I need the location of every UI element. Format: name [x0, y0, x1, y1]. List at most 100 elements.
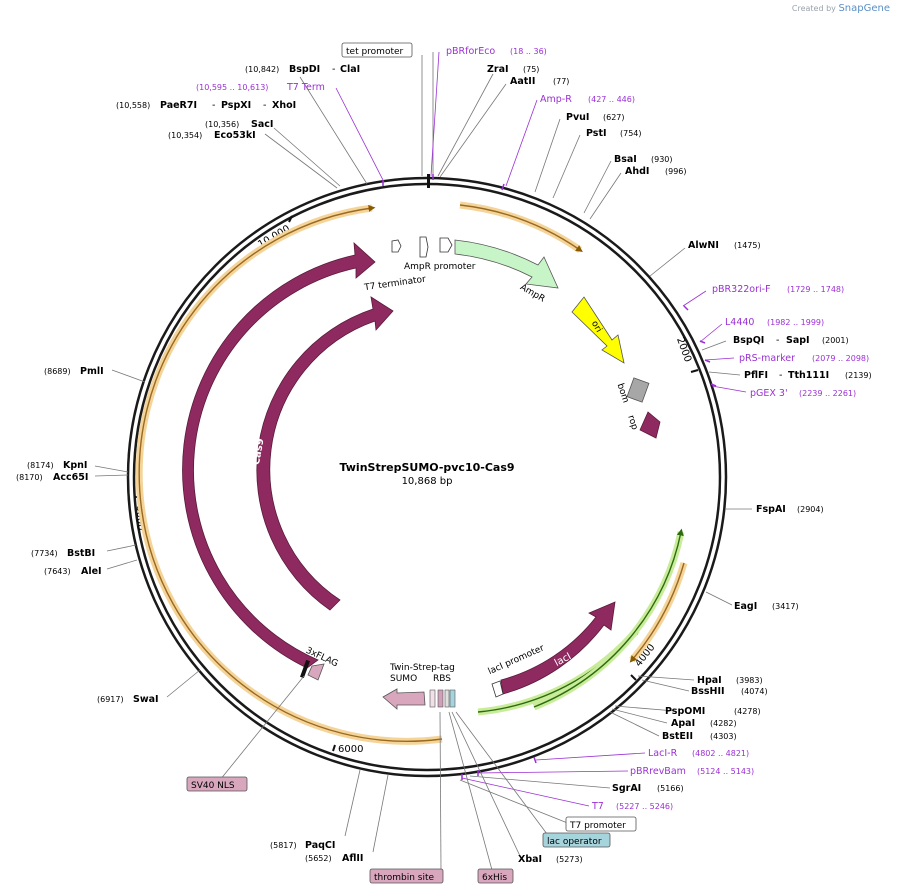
site-bsshii-pos: (4074) [741, 687, 768, 696]
site-sapi-pos: (2001) [822, 336, 849, 345]
large-orange-arc [138, 204, 443, 742]
plasmid-length: 10,868 bp [402, 476, 453, 487]
site-bsai-pos: (930) [651, 155, 673, 164]
site-clai-prefix: BspDI [289, 64, 320, 75]
site-clai-pos: (10,842) [245, 65, 279, 74]
primer-marks [382, 174, 717, 780]
orange-ring-features [135, 201, 688, 745]
site-pbr322ori-name: pBR322ori-F [712, 284, 771, 295]
site-tth111i-sep: - [779, 370, 782, 381]
site-prsmarker-pos: (2079 .. 2098) [812, 354, 869, 363]
site-bstbi-pos: (7734) [31, 549, 58, 558]
site-clai-name: ClaI [340, 64, 360, 75]
site-bstbi-name: BstBI [67, 548, 95, 559]
tick-label-2000: 2000 [674, 336, 693, 364]
tick-4000 [630, 674, 637, 681]
tick-label-6000: 6000 [338, 744, 363, 755]
thrombin-site-box-label [369, 868, 444, 884]
bom-box[interactable] [626, 377, 650, 403]
ori-arrow[interactable] [571, 296, 625, 364]
site-sgrai-name: SgrAI [612, 783, 641, 794]
site-clai-sep: - [332, 64, 335, 75]
site-bsshii-name: BssHII [691, 686, 725, 697]
rbs-box[interactable] [429, 689, 436, 708]
flag-arrow[interactable] [307, 663, 325, 681]
twin-strep-box[interactable] [437, 689, 444, 708]
t7-terminator-box[interactable] [391, 239, 402, 253]
site-prsmarker-name: pRS-marker [739, 353, 795, 364]
site-pgex-name: pGEX 3' [750, 388, 788, 399]
site-pgex-pos: (2239 .. 2261) [799, 389, 856, 398]
site-xhoi-sep2: - [263, 100, 266, 111]
tet-promoter-box[interactable] [439, 237, 453, 253]
site-zrai-pos: (75) [523, 65, 539, 74]
site-ampr-pos: (427 .. 446) [588, 95, 635, 104]
origin-marker [427, 174, 430, 188]
site-tth111i-prefix: PflFI [744, 370, 768, 381]
site-psti-pos: (754) [620, 129, 642, 138]
thrombin-box[interactable] [444, 689, 450, 708]
site-l4440-name: L4440 [725, 317, 754, 328]
plasmid-name: TwinStrepSUMO-pvc10-Cas9 [339, 461, 514, 474]
snapgene-logo-text: SnapGene [838, 3, 890, 14]
site-hpai-name: HpaI [697, 675, 722, 686]
t7-promoter-box-label [565, 816, 637, 832]
green-arc-2 [533, 528, 684, 708]
laci-arrow[interactable] [500, 601, 616, 695]
site-tth111i-name: Tth111I [788, 370, 829, 381]
credit-prefix: Created by [791, 4, 836, 13]
site-bsteii-name: BstEII [662, 731, 693, 742]
sv40-nls-box[interactable] [300, 659, 310, 679]
ampr-promoter-box[interactable] [419, 236, 429, 258]
site-sapi-name: SapI [786, 335, 810, 346]
site-t7term-pos: (10,595 .. 10,613) [196, 83, 268, 92]
ampr-arrow[interactable] [454, 239, 559, 289]
site-eagi-pos: (3417) [772, 602, 799, 611]
site-acc65i-pos: (8170) [16, 473, 43, 482]
site-xbai-name: XbaI [518, 854, 542, 865]
site-tth111i-pos: (2139) [845, 371, 872, 380]
site-apai-name: ApaI [671, 718, 695, 729]
lac-operator-box[interactable] [449, 689, 456, 708]
top-orange-arc [459, 204, 583, 252]
site-psti-name: PstI [586, 128, 607, 139]
site-pmli-pos: (8689) [44, 367, 71, 376]
sv40-nls-label: SV40 NLS [191, 781, 235, 791]
site-alei-name: AleI [81, 566, 102, 577]
site-labels: tet promoter pBRforEco (18 .. 36) (10,84… [16, 42, 872, 884]
green-ring-features [477, 528, 685, 716]
site-alwni-pos: (1475) [734, 241, 761, 250]
site-kpni-name: KpnI [63, 460, 87, 471]
site-aflii-name: AflII [342, 853, 363, 864]
site-alei-pos: (7643) [44, 567, 71, 576]
site-zrai-name: ZraI [487, 64, 509, 75]
site-pspomi-name: PspOMI [665, 706, 705, 717]
site-xbai-pos: (5273) [556, 855, 583, 864]
cas9-arrow-outer[interactable] [182, 242, 376, 669]
site-xhoi-pos: (10,558) [116, 101, 150, 110]
site-pvui-pos: (627) [603, 113, 625, 122]
site-pbrforeco-pos: (18 .. 36) [510, 47, 547, 56]
site-bsai-name: BsaI [614, 154, 637, 165]
right-orange-arc [629, 562, 685, 663]
cas9-label-outer: Cas9 [200, 428, 216, 457]
cas9-arrow-inner[interactable] [256, 296, 394, 611]
site-paqci-name: PaqCI [305, 840, 335, 851]
right-orange-arc-halo [629, 562, 688, 663]
site-pbr322ori-pos: (1729 .. 1748) [787, 285, 844, 294]
rop-label: rop [625, 414, 639, 431]
site-pbrrevbam-pos: (5124 .. 5143) [697, 767, 754, 776]
laci-promoter-arrow[interactable] [491, 680, 504, 698]
sumo-arrow[interactable] [382, 688, 426, 710]
rop-arrow[interactable] [639, 411, 661, 439]
site-eco53ki-name: Eco53kI [214, 130, 256, 141]
site-kpni-pos: (8174) [27, 461, 54, 470]
tet-promoter-box-label [341, 42, 413, 58]
site-pvui-name: PvuI [566, 112, 589, 123]
site-aatii-name: AatII [510, 76, 535, 87]
site-xhoi-name: XhoI [272, 100, 296, 111]
site-ampr-name: Amp-R [540, 94, 572, 105]
site-swai-name: SwaI [133, 694, 159, 705]
site-xhoi-sep1: - [212, 100, 215, 111]
site-xhoi-prefix: PaeR7I [160, 100, 197, 111]
